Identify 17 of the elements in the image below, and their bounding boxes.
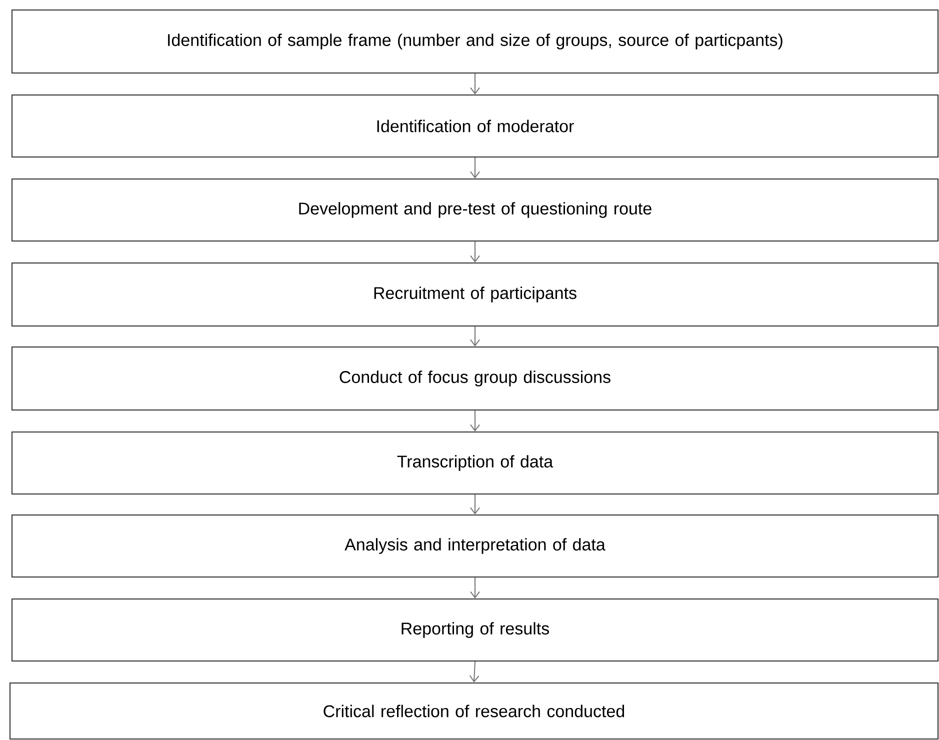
arrow <box>470 157 480 178</box>
process-box: Critical reflection of research conducted <box>10 682 938 740</box>
arrow <box>470 73 480 94</box>
process-box: Transcription of data <box>12 432 938 494</box>
process-box: Analysis and interpretation of data <box>12 514 938 578</box>
arrow <box>470 241 480 262</box>
arrow <box>470 494 480 514</box>
arrow <box>470 577 480 598</box>
arrow <box>469 661 480 682</box>
process-box: Recruitment of participants <box>12 262 938 326</box>
process-box: Identification of sample frame (number and size of groups, source of particpants) <box>12 10 938 74</box>
arrow <box>470 326 480 346</box>
process-box: Identification of moderator <box>12 94 938 158</box>
process-box: Development and pre-test of questioning route <box>12 178 938 242</box>
arrow <box>470 410 480 432</box>
process-box: Reporting of results <box>12 598 938 662</box>
process-box: Conduct of focus group discussions <box>12 346 938 410</box>
